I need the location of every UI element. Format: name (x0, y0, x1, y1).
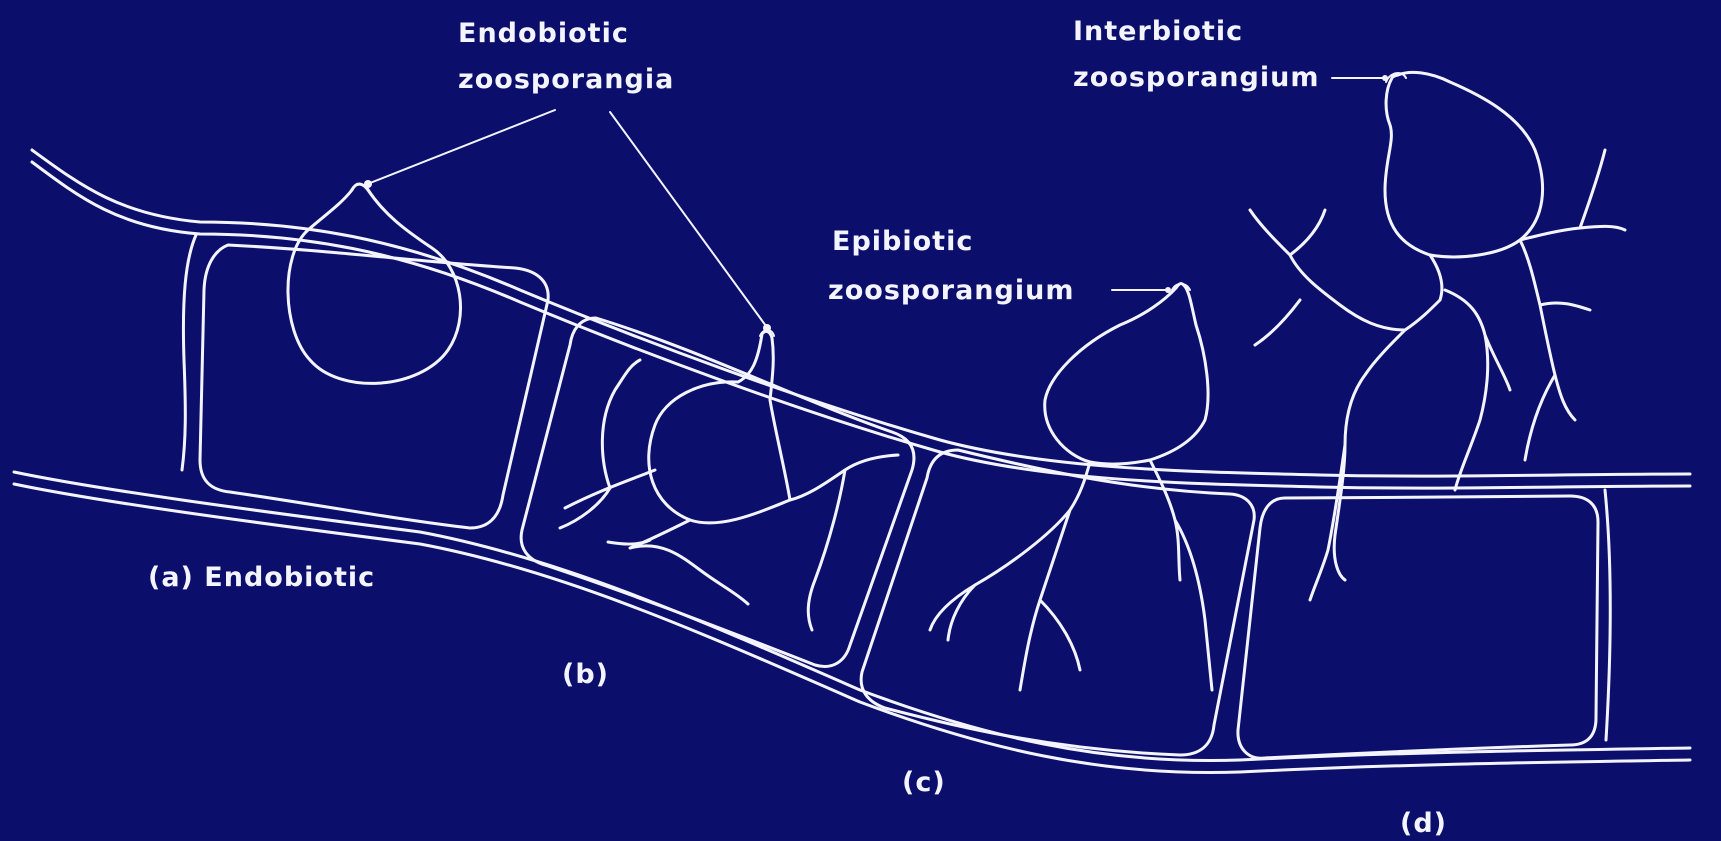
leader-endobiotic-to-b (610, 112, 766, 326)
label-panel-c: (c) (902, 767, 946, 798)
host-cells (182, 235, 1610, 758)
host-cell-d (1238, 496, 1598, 758)
leader-endobiotic-to-a (370, 110, 555, 183)
host-cell-a (200, 245, 548, 528)
leader-endobiotic-b-dot (763, 324, 771, 332)
label-endobiotic-line1: Endobiotic (458, 18, 629, 49)
zoosporangium-d-body (1385, 72, 1543, 257)
interbiotic-zoosporangium-d (1250, 72, 1625, 600)
epibiotic-zoosporangium-c (930, 284, 1212, 691)
label-panel-d: (d) (1400, 808, 1447, 839)
label-epibiotic-line1: Epibiotic (832, 226, 973, 257)
filament-lower-wall-outer (14, 472, 1690, 761)
labels: Endobiotic zoosporangia Interbiotic zoos… (148, 16, 1447, 839)
septum-a (182, 235, 196, 470)
zoosporangium-a-body (288, 184, 461, 383)
filament-lower-wall-inner (14, 484, 1690, 773)
label-interbiotic-line2: zoosporangium (1073, 62, 1319, 93)
endobiotic-zoosporangium-a (288, 184, 461, 383)
leader-interbiotic-dot (1382, 75, 1388, 81)
label-interbiotic-line1: Interbiotic (1073, 16, 1243, 47)
leader-endobiotic-a-dot (364, 180, 372, 188)
label-epibiotic-line2: zoosporangium (828, 275, 1074, 306)
rhizoid-c (930, 460, 1212, 690)
leader-epibiotic-dot (1165, 287, 1171, 293)
label-panel-b: (b) (562, 659, 609, 690)
label-panel-a: (a) Endobiotic (148, 562, 375, 593)
rhizoid-d (1250, 150, 1625, 600)
zoosporangium-c-body (1045, 284, 1208, 465)
host-cell-b (521, 318, 914, 666)
host-cell-c (861, 450, 1254, 755)
septum-d (1605, 490, 1610, 740)
rhizoid-b (560, 360, 898, 630)
filament-upper-wall-inner (32, 162, 1690, 488)
label-endobiotic-line2: zoosporangia (458, 64, 674, 95)
